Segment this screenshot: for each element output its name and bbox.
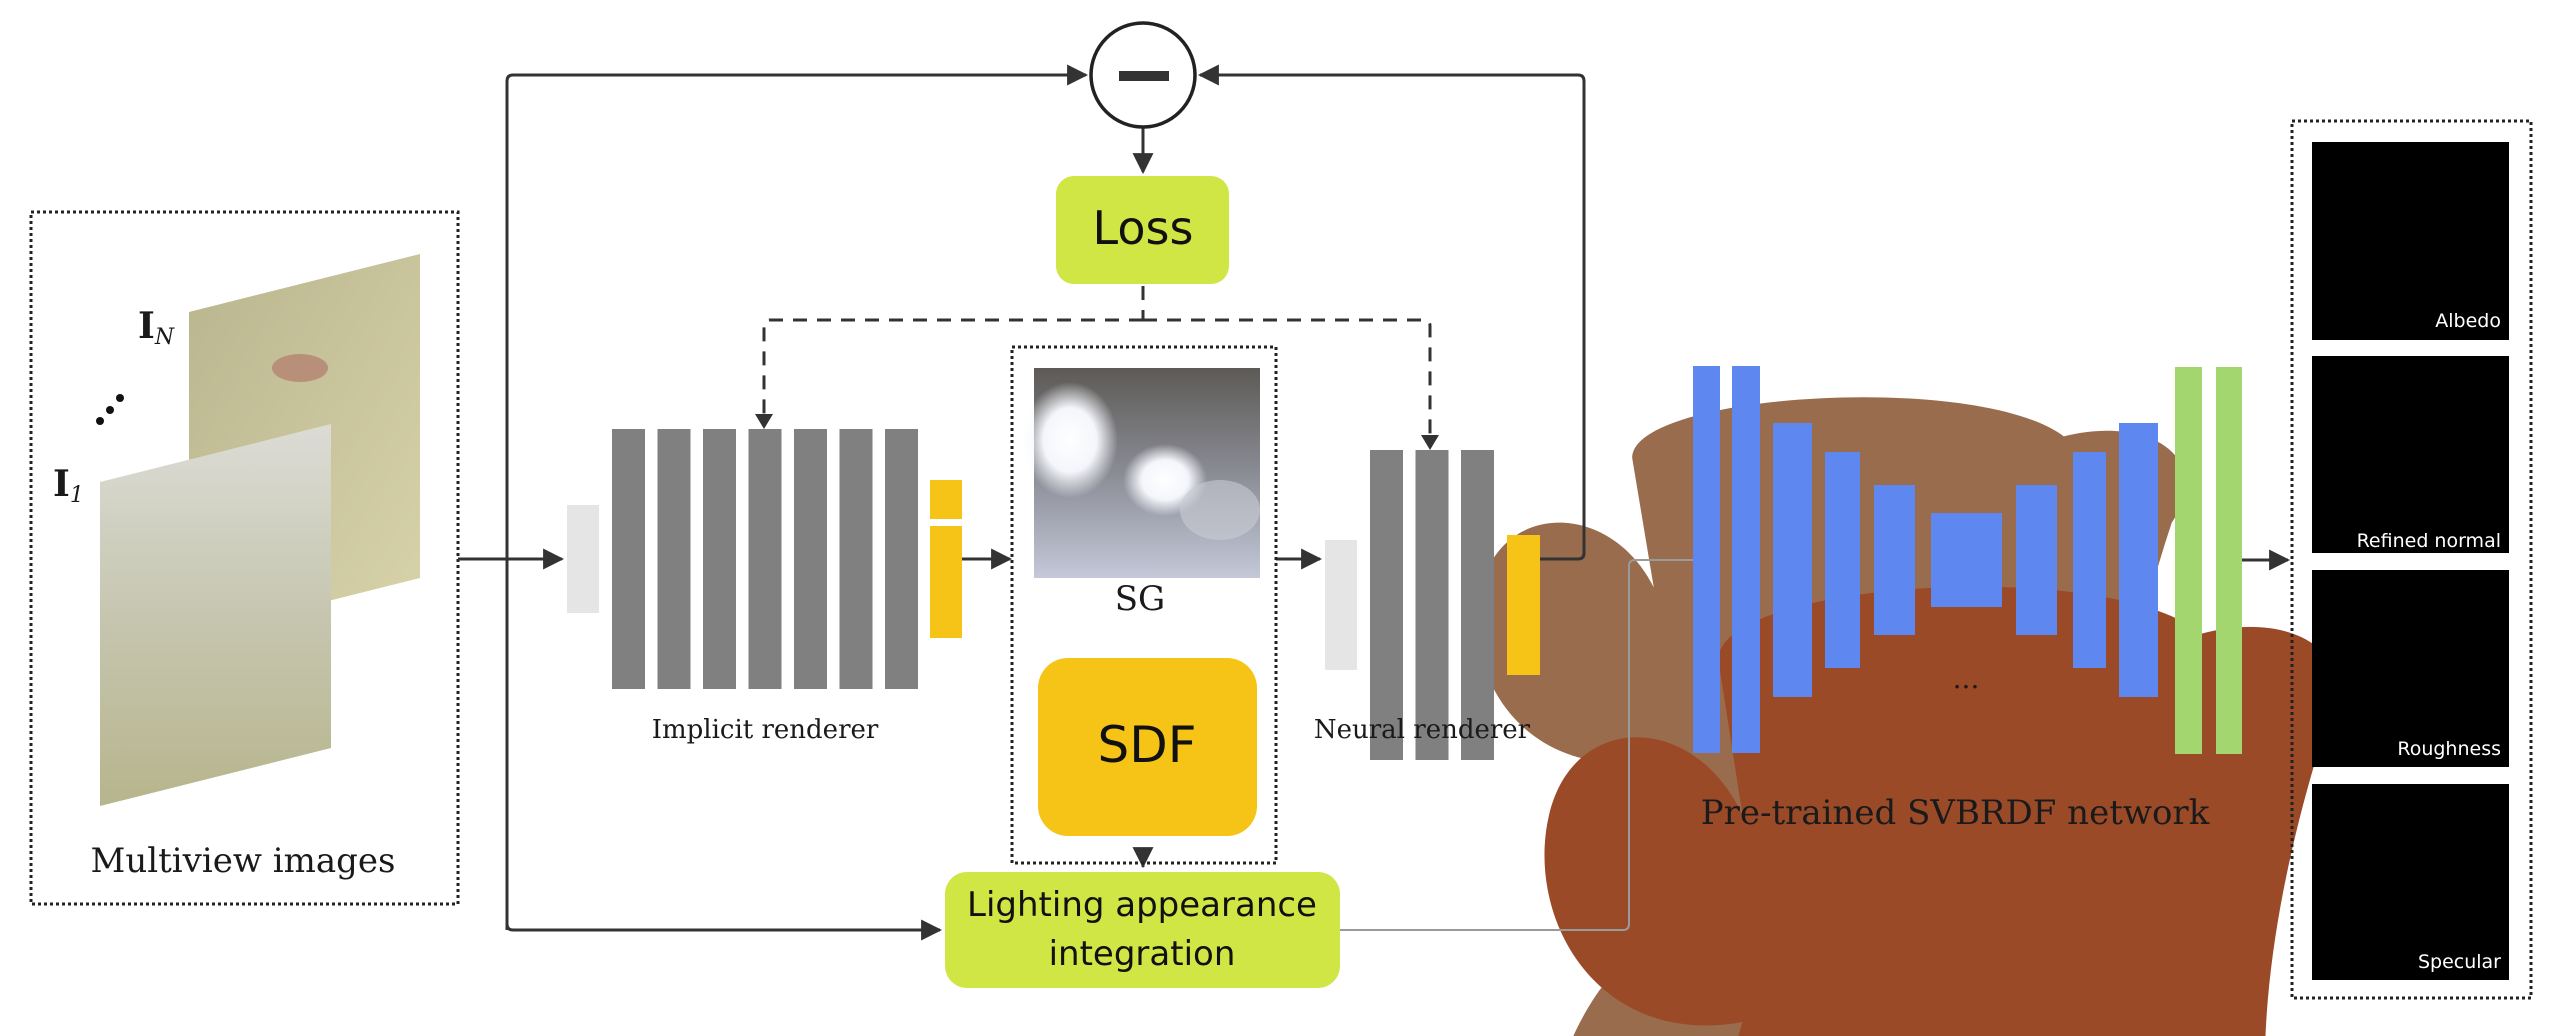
specular-label: Specular	[2418, 951, 2501, 973]
implicit-hidden-layer	[839, 429, 873, 689]
dashed-arrowhead-implicit	[755, 414, 773, 429]
decoder-layer	[2119, 423, 2158, 697]
svbrdf-label: Pre-trained SVBRDF network	[1701, 793, 2210, 833]
ellipsis-icon	[96, 394, 124, 425]
neural-output-layer	[1507, 535, 1540, 675]
implicit-hidden-layer	[885, 429, 918, 689]
sdf-label: SDF	[1098, 716, 1197, 774]
output-tile-roughness: Roughness	[2312, 570, 2509, 767]
multiview-title: Multiview images	[91, 841, 396, 881]
subtract-operator	[1089, 21, 1197, 129]
output-tile-refined-normal: Refined normal	[2312, 356, 2509, 553]
loss-label: Loss	[1093, 201, 1194, 255]
sdf-box	[1038, 658, 1257, 836]
loss-to-neural-dashed	[1143, 318, 1432, 440]
implicit-hidden-layer	[748, 429, 782, 689]
neural-hidden-layer	[1461, 450, 1494, 760]
sg-environment-map	[1022, 368, 1260, 578]
lighting-label-line2: integration	[1049, 934, 1236, 974]
output-head-layer	[2216, 367, 2242, 754]
input-to-subtract-arrow	[505, 64, 1089, 930]
image-1-label: I1	[53, 463, 84, 508]
implicit-hidden-layer	[657, 429, 691, 689]
multiview-image-1	[100, 424, 2338, 1036]
implicit-hidden-layer	[612, 429, 645, 689]
lighting-label-line1: Lighting appearance	[967, 885, 1317, 925]
encoder-layer	[1825, 452, 1860, 668]
loss-box	[1056, 176, 1229, 284]
sg-label: SG	[1115, 579, 1165, 619]
neural-input-layer	[1325, 540, 1357, 670]
implicit-output-sdf	[930, 480, 962, 519]
decoder-layer	[2073, 452, 2106, 668]
implicit-renderer-label: Implicit renderer	[652, 715, 879, 745]
svbrdf-network: ... Pre-trained SVBRDF network	[1693, 366, 2242, 833]
decoder-layer	[2016, 485, 2057, 635]
output-tile-albedo: Albedo	[2312, 142, 2509, 340]
neural-renderer: Neural renderer	[1314, 450, 1540, 760]
encoder-layer	[1874, 485, 1915, 635]
implicit-hidden-layer	[794, 429, 827, 689]
roughness-label: Roughness	[2397, 738, 2501, 760]
encoder-layer	[1693, 366, 1720, 753]
image-n-label: IN	[138, 305, 175, 350]
neural-hidden-layer	[1370, 450, 1403, 760]
refined-normal-label: Refined normal	[2357, 530, 2501, 552]
encoder-layer	[1732, 366, 1760, 753]
implicit-output-feature	[930, 526, 962, 638]
multiview-group-border	[29, 210, 460, 906]
implicit-renderer: Implicit renderer	[567, 429, 962, 745]
neural-to-subtract-arrow	[1197, 64, 1586, 561]
implicit-hidden-layer	[703, 429, 736, 689]
output-head-layer	[2175, 367, 2202, 754]
lighting-integration-box	[945, 872, 1340, 988]
dashed-arrowhead-neural	[1421, 435, 1439, 450]
input-to-lighting-arrow	[505, 559, 943, 941]
neural-renderer-label: Neural renderer	[1314, 715, 1531, 745]
lighting-to-svbrdf-line	[1340, 559, 1693, 931]
bottleneck-layer	[1931, 513, 2002, 607]
albedo-label: Albedo	[2435, 310, 2501, 332]
output-tile-specular: Specular	[2312, 784, 2509, 980]
neural-hidden-layer	[1415, 450, 1449, 760]
svbrdf-ellipsis: ...	[1953, 662, 1980, 695]
loss-to-implicit-dashed	[762, 318, 1143, 420]
implicit-input-layer	[567, 505, 599, 613]
encoder-layer	[1773, 423, 1812, 697]
scene-group-border	[1010, 345, 1278, 865]
minus-icon	[1119, 71, 1169, 81]
